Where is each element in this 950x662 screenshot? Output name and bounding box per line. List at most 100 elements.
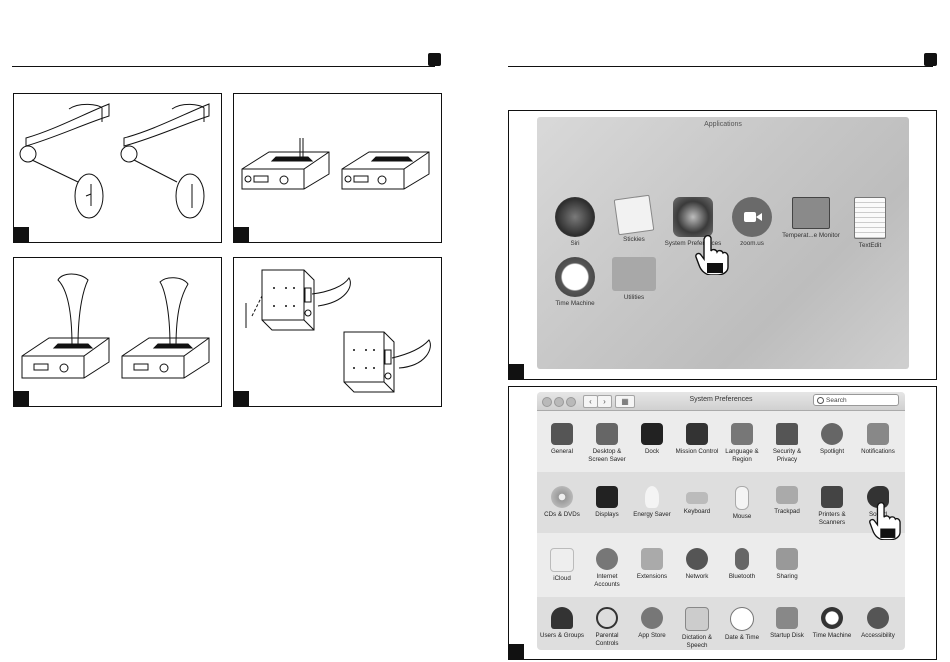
microphone-icon [685,607,709,631]
step-illustration-1 [13,93,222,243]
bluetooth-icon [735,548,749,570]
app-zoom[interactable]: zoom.us [722,197,782,247]
keyboard-icon [686,492,708,504]
pref-printers-scanners[interactable]: Printers & Scanners [809,486,855,526]
system-preferences-window: ‹ › ▦ System Preferences Search General … [537,392,905,650]
pref-mouse[interactable]: Mouse [719,486,765,521]
step-illustration-3 [13,257,222,407]
speaker-icon [867,486,889,508]
show-all-grid-icon[interactable]: ▦ [615,395,635,408]
flag-icon [731,423,753,445]
app-system-preferences[interactable]: System Preferences [663,197,723,247]
prefs-row-4: Users & Groups Parental Controls App Sto… [537,597,905,650]
app-time-machine[interactable]: Time Machine [545,257,605,307]
dock-icon [641,423,663,445]
gear-icon [673,197,713,237]
disc-icon [551,486,573,508]
step-number-2 [234,227,249,242]
pref-startup-disk[interactable]: Startup Disk [764,607,810,640]
app-utilities[interactable]: Utilities [604,257,664,301]
pref-general[interactable]: General [539,423,585,456]
launchpad-screenshot: Applications Siri Stickies System Prefer… [508,110,937,380]
disk-icon [776,607,798,629]
pref-dock[interactable]: Dock [629,423,675,456]
app-temperature-monitor[interactable]: Temperat...e Monitor [781,197,841,239]
pref-parental-controls[interactable]: Parental Controls [584,607,630,647]
globe-icon [686,548,708,570]
general-icon [551,423,573,445]
pref-keyboard[interactable]: Keyboard [674,486,720,516]
window-title: System Preferences [689,396,753,403]
left-header-rule [12,66,435,67]
app-textedit[interactable]: TextEdit [840,197,900,249]
prefs-row-3: iCloud Internet Accounts Extensions Netw… [537,534,905,596]
minimize-window-button[interactable] [554,397,564,407]
pref-bluetooth[interactable]: Bluetooth [719,548,765,581]
pref-extensions[interactable]: Extensions [629,548,675,581]
search-icon [817,397,824,404]
left-page-tab [428,53,441,66]
forward-button[interactable]: › [597,395,612,408]
pref-network[interactable]: Network [674,548,720,581]
pref-spotlight[interactable]: Spotlight [809,423,855,456]
siri-icon [555,197,595,237]
stickies-icon [613,194,655,236]
prefs-row-2: CDs & DVDs Displays Energy Saver Keyboar… [537,472,905,540]
clock-calendar-icon [730,607,754,631]
utilities-folder-icon [612,257,656,291]
launchpad-title: Applications [704,121,742,128]
right-page-tab [924,53,937,66]
time-machine-icon [555,257,595,297]
at-sign-icon [596,548,618,570]
printer-icon [821,486,843,508]
pref-displays[interactable]: Displays [584,486,630,519]
mouse-icon [735,486,749,510]
zoom-window-button[interactable] [566,397,576,407]
parental-controls-icon [596,607,618,629]
monitor-icon [792,197,830,229]
app-stickies[interactable]: Stickies [604,194,664,243]
pref-desktop-screen-saver[interactable]: Desktop & Screen Saver [584,423,630,463]
step-number-6 [509,644,524,659]
pref-cds-dvds[interactable]: CDs & DVDs [539,486,585,519]
sharing-folder-icon [776,548,798,570]
pointing-hand-icon [695,235,729,275]
mission-control-icon [686,423,708,445]
display-icon [596,486,618,508]
pref-time-machine[interactable]: Time Machine [809,607,855,640]
pointing-hand-icon [869,502,901,540]
pref-security-privacy[interactable]: Security & Privacy [764,423,810,463]
search-field[interactable]: Search [813,394,899,406]
prefs-row-1: General Desktop & Screen Saver Dock Miss… [537,411,905,471]
system-preferences-screenshot: ‹ › ▦ System Preferences Search General … [508,386,937,660]
pref-accessibility[interactable]: Accessibility [855,607,901,640]
app-siri[interactable]: Siri [545,197,605,247]
step-number-1 [14,227,29,242]
pref-trackpad[interactable]: Trackpad [764,486,810,516]
zoom-camera-icon [732,197,772,237]
launchpad-window: Applications Siri Stickies System Prefer… [537,117,909,369]
step-number-5 [509,364,524,379]
trackpad-icon [776,486,798,504]
pref-users-groups[interactable]: Users & Groups [539,607,585,640]
pref-icloud[interactable]: iCloud [539,548,585,583]
house-lock-icon [776,423,798,445]
pref-internet-accounts[interactable]: Internet Accounts [584,548,630,588]
step-number-4 [234,391,249,406]
pref-language-region[interactable]: Language & Region [719,423,765,463]
magnifier-icon [821,423,843,445]
pref-sharing[interactable]: Sharing [764,548,810,581]
pref-date-time[interactable]: Date & Time [719,607,765,642]
pref-dictation-speech[interactable]: Dictation & Speech [674,607,720,649]
textedit-icon [854,197,886,239]
pref-notifications[interactable]: Notifications [855,423,901,456]
pref-energy-saver[interactable]: Energy Saver [629,486,675,519]
step-illustration-2 [233,93,442,243]
desktop-icon [596,423,618,445]
time-machine-icon [821,607,843,629]
step-number-3 [14,391,29,406]
close-window-button[interactable] [542,397,552,407]
pref-mission-control[interactable]: Mission Control [674,423,720,456]
pref-app-store[interactable]: App Store [629,607,675,640]
app-store-icon [641,607,663,629]
